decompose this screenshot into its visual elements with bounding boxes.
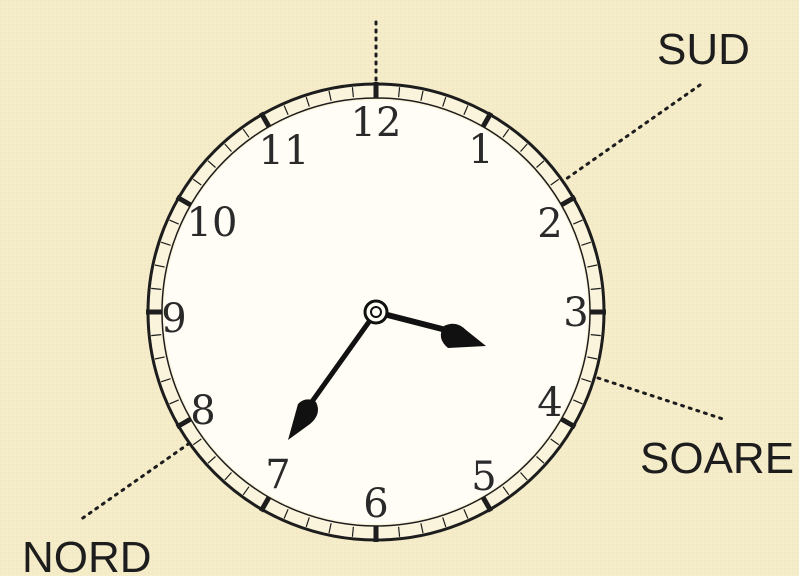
label-north: NORD [22, 533, 152, 576]
label-south: SUD [657, 25, 750, 74]
numeral-3: 3 [563, 290, 588, 336]
label-sun: SOARE [640, 434, 794, 483]
numeral-7: 7 [265, 452, 290, 498]
numeral-4: 4 [537, 380, 562, 426]
numeral-5: 5 [471, 454, 496, 500]
numeral-8: 8 [190, 388, 215, 434]
numeral-6: 6 [363, 481, 388, 527]
center-pivot [365, 301, 387, 323]
numeral-12: 12 [351, 100, 402, 146]
numeral-9: 9 [161, 296, 186, 342]
numeral-11: 11 [259, 128, 310, 174]
numeral-2: 2 [537, 201, 562, 247]
clock: 12 1 2 3 4 5 6 7 8 9 10 11 [146, 82, 606, 542]
numeral-10: 10 [187, 200, 238, 246]
numeral-1: 1 [468, 127, 493, 173]
